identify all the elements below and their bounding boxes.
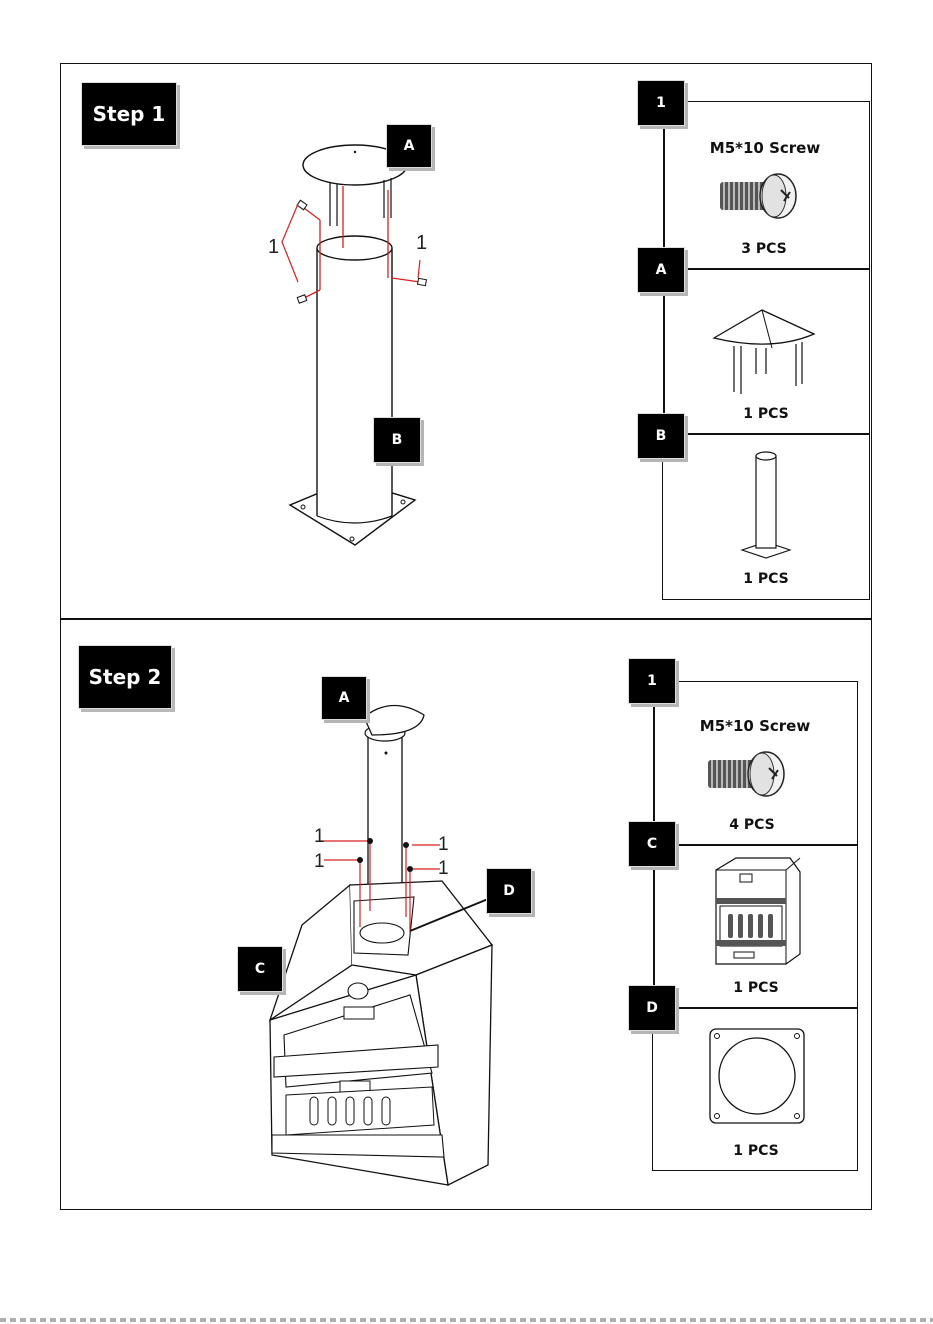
step1-part-tag-1: 1 (637, 80, 685, 126)
step1-callout-a: A (386, 124, 432, 168)
step2-part-tag-c: C (628, 821, 676, 867)
screw-icon (706, 750, 788, 798)
step2-oven-drawing (262, 695, 502, 1190)
step2-part-qty-c: 1 PCS (696, 980, 816, 996)
step1-part-qty-1: 3 PCS (704, 241, 824, 257)
step2-screw-callout-2: 1 (314, 851, 325, 873)
step2-title: Step 2 (78, 645, 172, 709)
step2-callout-d: D (486, 868, 532, 914)
step2-callout-c: C (237, 946, 283, 992)
step2-part-tag-d: D (628, 985, 676, 1031)
step1-part-name-1: M5*10 Screw (690, 139, 840, 157)
step1-part-qty-b: 1 PCS (706, 571, 826, 587)
step2-part-tag-1: 1 (628, 658, 676, 704)
step1-chimney-drawing (260, 130, 560, 550)
page-bottom-edge (0, 1318, 933, 1322)
oven-icon (706, 856, 802, 968)
step2-callout-a: A (321, 676, 367, 720)
step2-screw-callout-1: 1 (314, 826, 325, 848)
step2-part-qty-d: 1 PCS (696, 1143, 816, 1159)
step2-screw-callout-4: 1 (438, 858, 449, 880)
chimney-pipe-icon (740, 450, 792, 558)
screw-icon (718, 172, 800, 220)
step2-part-name-1: M5*10 Screw (680, 717, 830, 735)
step1-screw-callout-left: 1 (268, 236, 279, 259)
step2-part-qty-1: 4 PCS (692, 817, 812, 833)
step1-callout-b: B (373, 417, 421, 463)
step1-part-tag-b: B (637, 413, 685, 459)
step1-screw-callout-right: 1 (416, 232, 427, 255)
chimney-cap-icon (712, 308, 816, 398)
step1-part-qty-a: 1 PCS (706, 406, 826, 422)
step2-screw-callout-3: 1 (438, 834, 449, 856)
step1-part-tag-a: A (637, 247, 685, 293)
step1-title: Step 1 (81, 82, 177, 146)
gasket-plate-icon (709, 1028, 805, 1124)
